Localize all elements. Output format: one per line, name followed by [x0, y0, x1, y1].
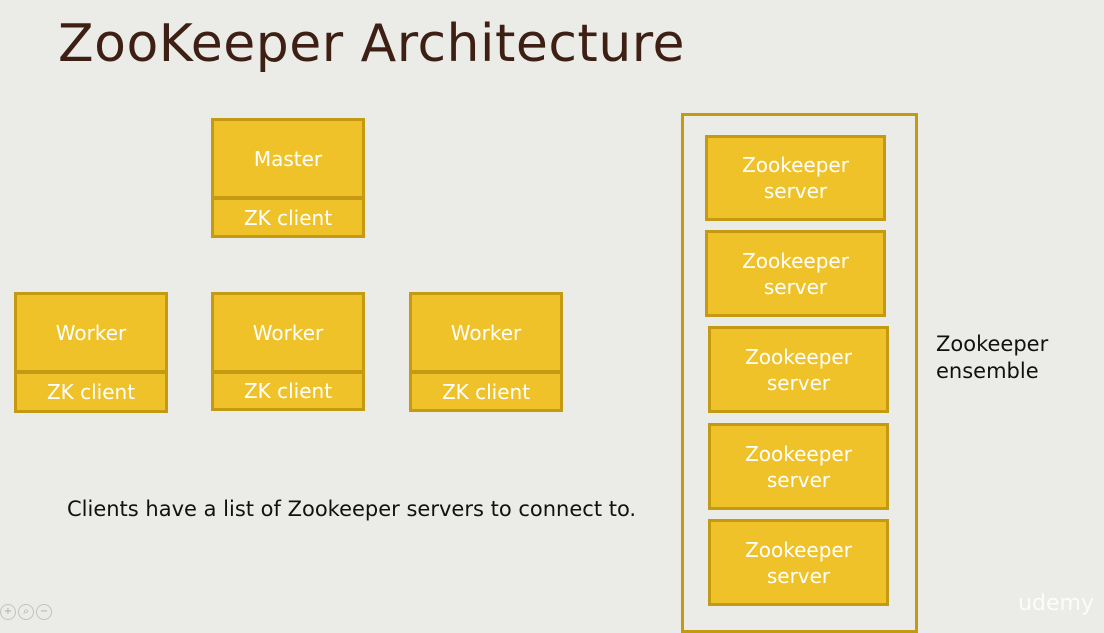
zoom-controls: + ⌕ − — [0, 604, 52, 620]
zookeeper-server: Zookeeper server — [705, 230, 886, 317]
zoom-in-icon[interactable]: + — [0, 604, 16, 620]
slide-title: ZooKeeper Architecture — [58, 14, 686, 74]
worker-zk-client: ZK client — [14, 371, 168, 413]
worker-node: Worker — [14, 292, 168, 373]
zookeeper-server: Zookeeper server — [708, 326, 889, 413]
ensemble-label: Zookeeper ensemble — [936, 332, 1049, 383]
watermark-logo: udemy — [1018, 591, 1094, 616]
master-zk-client: ZK client — [211, 197, 365, 238]
zookeeper-server: Zookeeper server — [705, 135, 886, 221]
caption-text: Clients have a list of Zookeeper servers… — [67, 497, 637, 521]
magnifier-icon[interactable]: ⌕ — [18, 604, 34, 620]
zoom-out-icon[interactable]: − — [36, 604, 52, 620]
zookeeper-server: Zookeeper server — [708, 519, 889, 606]
worker-zk-client: ZK client — [409, 371, 563, 412]
worker-node: Worker — [211, 292, 365, 373]
worker-zk-client: ZK client — [211, 371, 365, 411]
master-node: Master — [211, 118, 365, 199]
zookeeper-server: Zookeeper server — [708, 423, 889, 510]
worker-node: Worker — [409, 292, 563, 373]
